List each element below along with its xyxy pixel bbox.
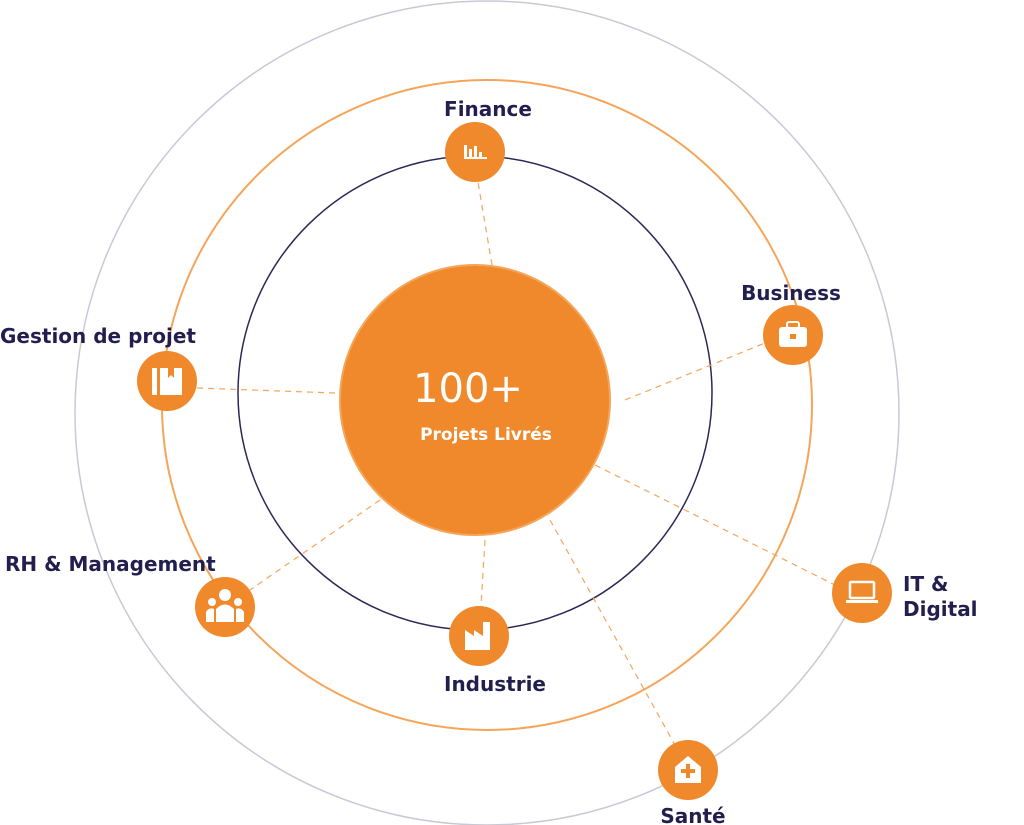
bar-chart-icon — [464, 145, 487, 159]
node-label: RH & Management — [5, 552, 216, 576]
node-label: Finance — [444, 97, 532, 121]
center-label: Projets Livrés — [420, 425, 552, 445]
node-sante[interactable]: Santé — [658, 740, 726, 825]
node-label: IT & — [903, 572, 949, 596]
bookmark-book-icon — [152, 368, 182, 395]
node-finance[interactable]: Finance — [444, 97, 532, 182]
medical-house-icon — [675, 756, 701, 783]
connector-lines — [196, 181, 836, 746]
briefcase-icon — [779, 321, 807, 347]
node-label: Santé — [660, 804, 725, 825]
center-value: 100+ — [413, 366, 523, 412]
outer-ring — [74, 0, 900, 825]
node-gestion-de-projet[interactable]: Gestion de projet — [0, 324, 197, 411]
node-label: Gestion de projet — [0, 324, 196, 348]
laptop-icon — [846, 580, 878, 603]
node-label-line2: Digital — [903, 597, 978, 621]
node-label: Industrie — [444, 672, 546, 696]
node-label: Business — [741, 281, 841, 305]
factory-icon — [465, 622, 490, 650]
node-business[interactable]: Business — [741, 281, 841, 365]
people-group-icon — [206, 589, 244, 622]
node-it-digital[interactable]: IT & Digital — [832, 563, 978, 623]
node-rh-management[interactable]: RH & Management — [5, 552, 255, 637]
center-circle: 100+ Projets Livrés — [339, 264, 611, 536]
node-industrie[interactable]: Industrie — [444, 606, 546, 696]
